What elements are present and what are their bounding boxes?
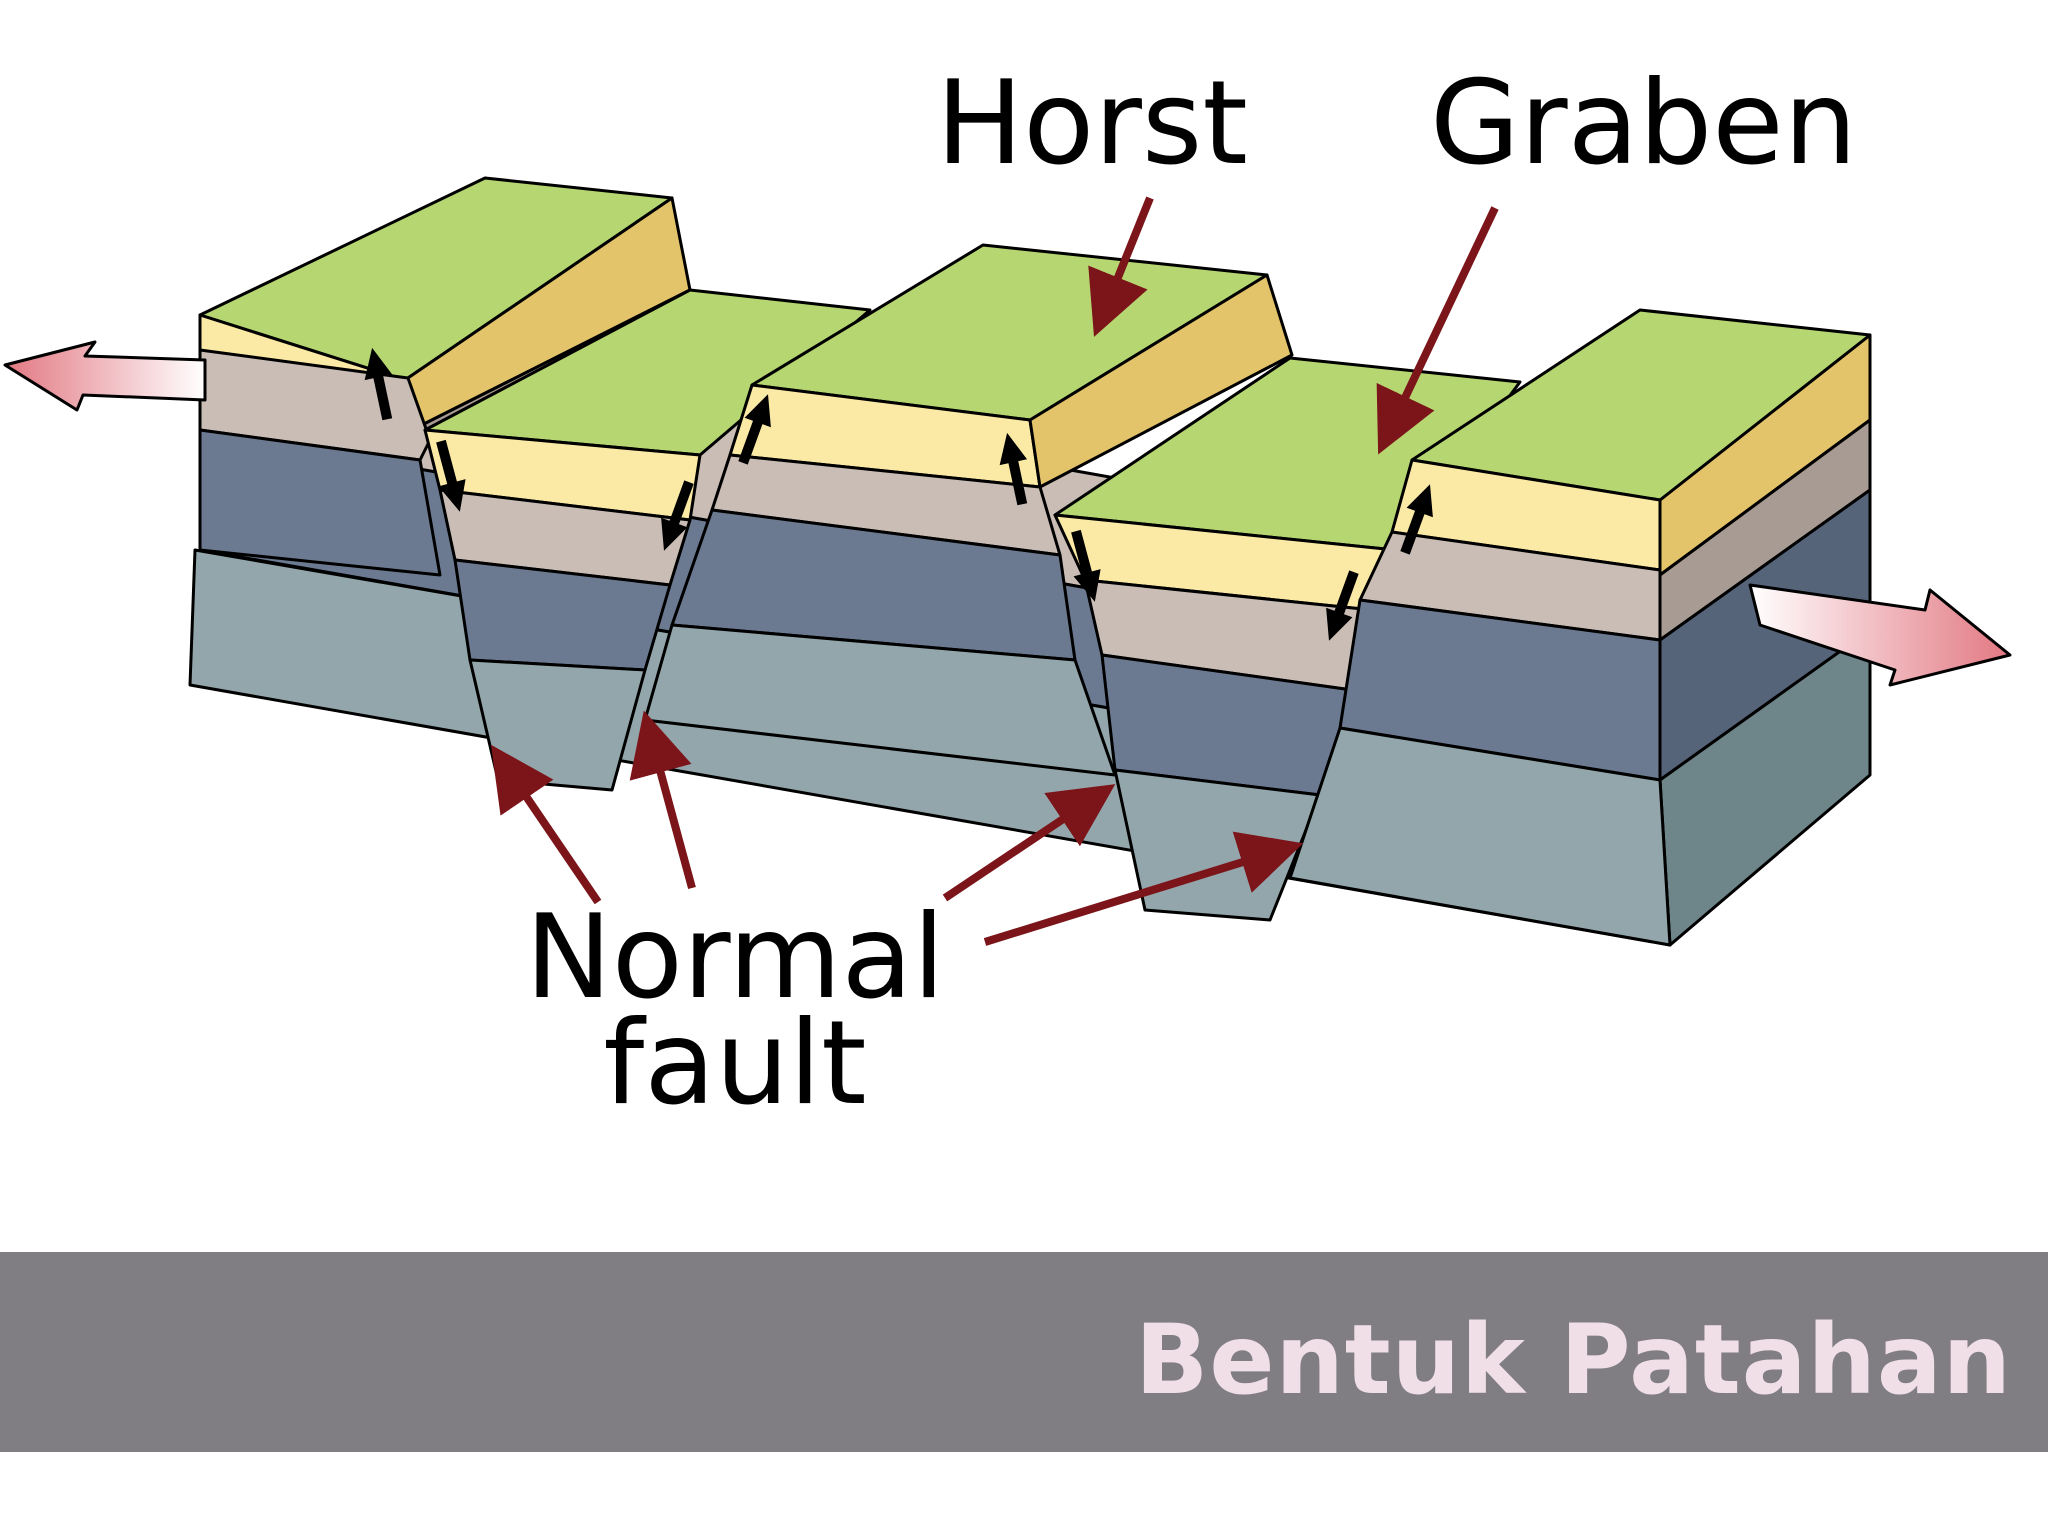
slip-up-arrow-2 xyxy=(738,394,771,465)
fault-pointer-arrow-3 xyxy=(942,784,1116,902)
normal-fault-label: Normal fault xyxy=(515,890,955,1131)
normal-fault-label-line1: Normal xyxy=(525,890,945,1025)
slip-up-arrow-1 xyxy=(364,347,393,421)
fault-pointer-arrow-1 xyxy=(490,744,602,905)
footer-title: Bentuk Patahan xyxy=(1135,1304,2012,1416)
footer-bar: Bentuk Patahan xyxy=(0,1252,2048,1452)
horst-label: Horst xyxy=(936,56,1248,191)
fault-pointer-arrow-2 xyxy=(629,710,696,890)
slip-up-arrow-3 xyxy=(999,432,1028,506)
slip-down-arrow-2 xyxy=(661,480,694,551)
slip-down-arrow-4 xyxy=(1326,570,1359,641)
graben-pointer-arrow xyxy=(1376,206,1499,455)
horst-pointer-arrow xyxy=(1088,196,1154,337)
graben-1-block xyxy=(423,288,872,792)
fault-pointer-arrow-4 xyxy=(983,831,1304,946)
graben-label: Graben xyxy=(1430,56,1858,191)
normal-fault-label-line2: fault xyxy=(603,996,867,1131)
slip-down-arrow-3 xyxy=(1071,529,1101,602)
slip-up-arrow-4 xyxy=(1400,484,1433,555)
right-horst-block xyxy=(1288,308,1872,947)
pull-arrow-right xyxy=(1748,583,2012,687)
slip-down-arrow-1 xyxy=(436,439,466,512)
pull-arrow-left xyxy=(3,340,207,412)
